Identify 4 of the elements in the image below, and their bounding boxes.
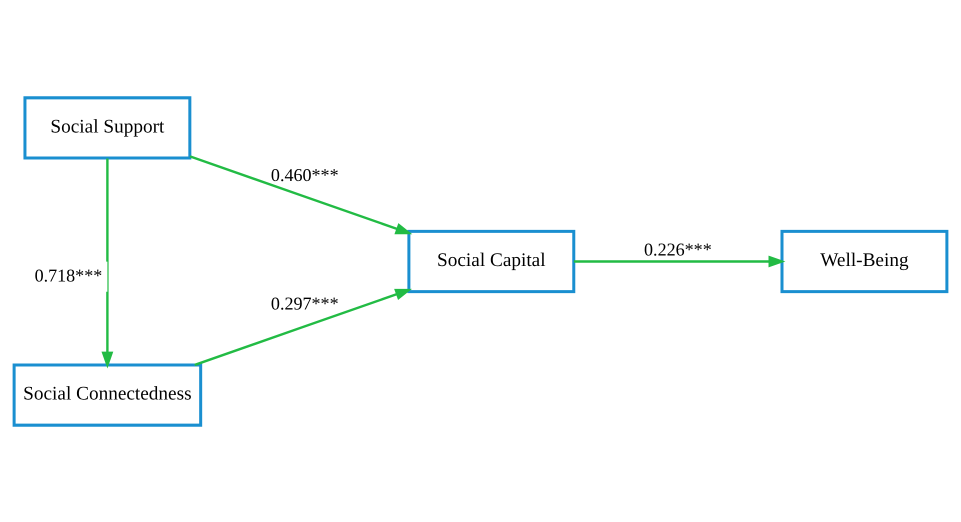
edge-label: 0.718*** [34, 265, 102, 286]
edge-label: 0.297*** [270, 293, 339, 314]
edge-label: 0.226*** [644, 238, 712, 259]
edge-label: 0.460*** [270, 164, 339, 184]
